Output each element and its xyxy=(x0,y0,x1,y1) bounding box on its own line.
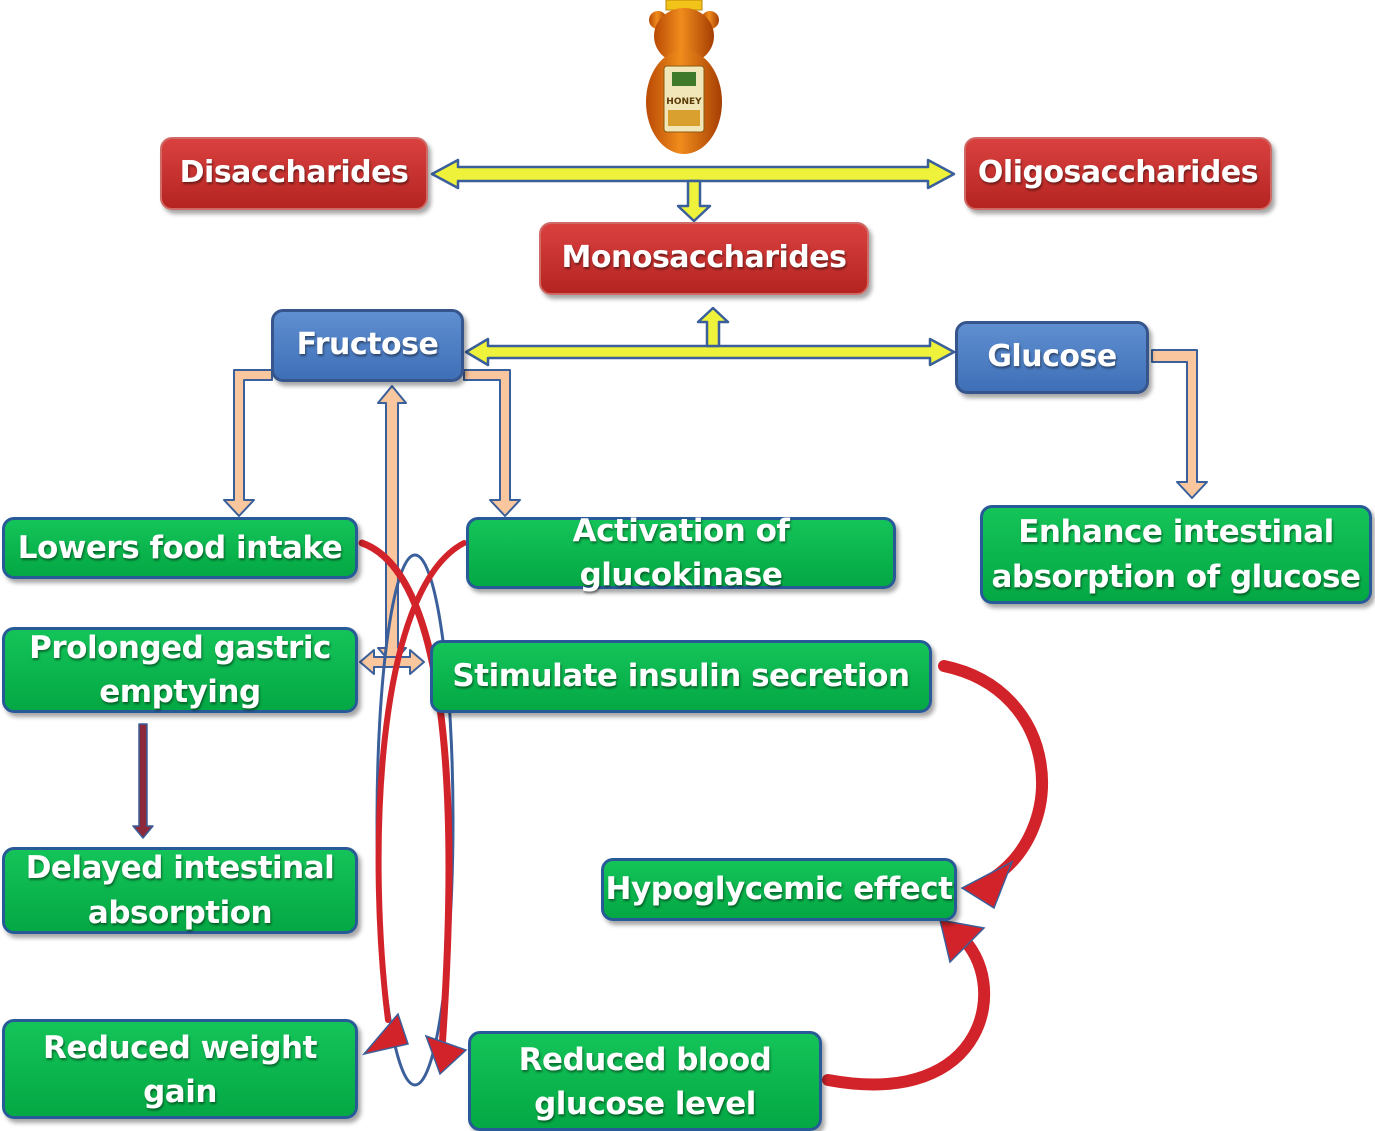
peach-arrow-to-lowers-food xyxy=(223,369,273,517)
lowers-food-intake-label: Lowers food intake xyxy=(17,529,343,566)
reduced-blood-line1: Reduced blood xyxy=(518,1042,772,1078)
red-arrowhead-to-hypo xyxy=(960,860,1014,910)
monosaccharides-box: Monosaccharides xyxy=(539,222,869,295)
peach-horizontal-double-arrow xyxy=(359,649,425,675)
dark-arrow-to-delayed xyxy=(132,723,154,839)
stimulate-insulin-label: Stimulate insulin secretion xyxy=(452,658,910,695)
delayed-absorption-line1: Delayed intestinal xyxy=(25,850,335,887)
glucose-label: Glucose xyxy=(987,339,1117,375)
fructose-label: Fructose xyxy=(296,327,439,363)
honey-label-text: HONEY xyxy=(666,97,702,107)
honey-jar-image: HONEY xyxy=(646,0,722,154)
diagram-canvas: HONEY xyxy=(132,0,1208,1091)
yellow-arrow-up-monosaccharides xyxy=(696,306,730,348)
delayed-absorption-box: Delayed intestinal absorption xyxy=(2,847,358,934)
prolonged-gastric-line2: emptying xyxy=(99,674,261,710)
red-curve-arrow-food-to-blood xyxy=(358,539,453,1052)
activation-glucokinase-label: Activation of glucokinase xyxy=(572,512,790,593)
disaccharides-label: Disaccharides xyxy=(179,155,409,191)
yellow-arrow-to-monosaccharides xyxy=(676,179,712,223)
monosaccharides-label: Monosaccharides xyxy=(561,240,847,276)
fructose-box: Fructose xyxy=(271,309,464,382)
yellow-double-arrow-sugars xyxy=(464,337,956,367)
red-curve-arrow-insulin-to-hypo xyxy=(938,660,1048,886)
oligosaccharides-label: Oligosaccharides xyxy=(977,155,1259,191)
peach-arrow-to-glucokinase xyxy=(463,369,521,517)
reduced-weight-box: Reduced weight gain xyxy=(2,1019,358,1119)
prolonged-gastric-line1: Prolonged gastric xyxy=(29,629,331,666)
hypoglycemic-effect-box: Hypoglycemic effect xyxy=(601,858,957,921)
enhance-absorption-line1: Enhance intestinal xyxy=(1018,514,1334,551)
yellow-double-arrow-top xyxy=(430,158,956,190)
stimulate-insulin-box: Stimulate insulin secretion xyxy=(430,640,932,713)
reduced-blood-line2: glucose level xyxy=(534,1086,756,1123)
red-curve-arrow-blood-to-hypo xyxy=(822,930,991,1091)
red-arrowhead-to-weight xyxy=(361,1012,409,1056)
prolonged-gastric-box: Prolonged gastric emptying xyxy=(2,627,358,713)
oligosaccharides-box: Oligosaccharides xyxy=(964,137,1272,210)
red-curve-arrow-glucokinase-to-weight xyxy=(375,540,467,1023)
enhance-absorption-line2: absorption of glucose xyxy=(991,558,1361,595)
reduced-weight-line1: Reduced weight xyxy=(43,1030,317,1066)
peach-arrow-to-enhance xyxy=(1151,349,1208,499)
delayed-absorption-line2: absorption xyxy=(87,894,273,931)
lowers-food-intake-box: Lowers food intake xyxy=(2,517,358,579)
activation-glucokinase-box: Activation of glucokinase xyxy=(466,513,896,593)
reduced-weight-line2: gain xyxy=(143,1074,217,1111)
red-arrowhead-from-blood xyxy=(939,919,986,964)
red-arrowhead-to-blood xyxy=(424,1034,468,1076)
peach-vertical-double-arrow xyxy=(377,385,407,665)
enhance-absorption-box: Enhance intestinal absorption of glucose xyxy=(980,505,1372,604)
glucose-box: Glucose xyxy=(955,321,1149,394)
disaccharides-box: Disaccharides xyxy=(160,137,428,210)
reduced-blood-glucose-box: Reduced blood glucose level xyxy=(468,1031,822,1131)
hypoglycemic-effect-label: Hypoglycemic effect xyxy=(605,871,953,908)
